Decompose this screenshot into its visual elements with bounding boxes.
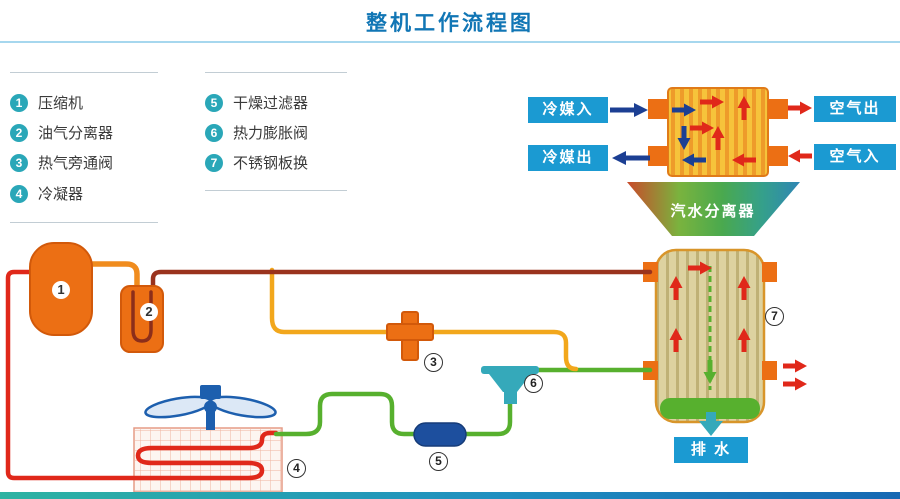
mark-filter: 5 xyxy=(429,452,448,471)
pipe-compressor-to-separator xyxy=(85,261,140,291)
legend-num-badge: 1 xyxy=(10,93,28,112)
legend-item-compressor: 1 压缩机 xyxy=(10,92,83,113)
legend-item-expansion-valve: 6 热力膨胀阀 xyxy=(205,122,308,143)
label-drain: 排 水 xyxy=(674,437,748,463)
legend-item-condenser: 4 冷凝器 xyxy=(10,183,83,204)
legend-num-badge: 5 xyxy=(205,93,223,112)
legend-item-label: 热力膨胀阀 xyxy=(233,125,309,142)
legend-item-label: 不锈钢板换 xyxy=(233,155,309,172)
pipe-hot-gas-red xyxy=(5,269,279,481)
legend-item-label: 热气旁通阀 xyxy=(38,155,114,172)
exchanger-tab-right-bottom xyxy=(768,146,788,166)
vessel-condensate-band xyxy=(660,398,760,419)
mark-bypass-valve: 3 xyxy=(424,353,443,372)
expansion-valve-shape xyxy=(481,366,539,404)
label-steam-water-separator: 汽水分离器 xyxy=(670,203,756,220)
air-outlet-double-arrow xyxy=(783,359,807,391)
legend-item-label: 压缩机 xyxy=(38,95,84,112)
legend-item-label: 油气分离器 xyxy=(38,125,114,142)
drain-valve xyxy=(699,412,723,436)
air-in-arrow xyxy=(788,149,812,163)
filter-capsule xyxy=(413,422,467,447)
title-underline xyxy=(0,41,900,43)
bypass-valve-shape xyxy=(386,311,434,361)
legend-item-dry-filter: 5 干燥过滤器 xyxy=(205,92,308,113)
pipe-liquid-green xyxy=(273,391,513,437)
legend-num-badge: 4 xyxy=(10,184,28,203)
label-air-in: 空气入 xyxy=(814,144,896,170)
legend-col2-top-line xyxy=(205,72,347,73)
legend-item-bypass-valve: 3 热气旁通阀 xyxy=(10,152,113,173)
refrigerant-out-arrow xyxy=(612,151,650,165)
mark-condenser: 4 xyxy=(287,459,306,478)
exchanger-tab-left-bottom xyxy=(648,146,668,166)
legend-item-plate-exchanger: 7 不锈钢板换 xyxy=(205,152,308,173)
mark-expansion-valve: 6 xyxy=(524,374,543,393)
legend-item-label: 冷凝器 xyxy=(38,186,84,203)
vessel-internal-flow-arrows xyxy=(669,261,751,390)
pipe-discharge-maroon xyxy=(150,269,653,289)
refrigerant-in-arrow xyxy=(610,103,648,117)
mark-compressor: 1 xyxy=(52,281,70,299)
air-out-arrow xyxy=(788,101,812,115)
legend-col1-top-line xyxy=(10,72,158,73)
label-refrigerant-in: 冷媒入 xyxy=(528,97,608,123)
legend-num-badge: 3 xyxy=(10,153,28,172)
vessel-tab-right-top xyxy=(762,262,777,282)
legend-num-badge: 6 xyxy=(205,123,223,142)
legend-num-badge: 2 xyxy=(10,123,28,142)
legend-col1-bottom-line xyxy=(10,222,158,223)
mark-plate-exchanger: 7 xyxy=(765,307,784,326)
legend-item-label: 干燥过滤器 xyxy=(233,95,309,112)
label-refrigerant-out: 冷媒出 xyxy=(528,145,608,171)
bottom-gradient-bar xyxy=(0,492,900,499)
page-title: 整机工作流程图 xyxy=(366,12,534,35)
vessel-tab-right-mid xyxy=(762,361,777,380)
mark-oil-separator: 2 xyxy=(140,303,158,321)
cooling-fan xyxy=(144,385,277,430)
steam-water-separator-shape xyxy=(627,182,800,236)
plate-heat-exchanger xyxy=(648,87,788,177)
legend-num-badge: 7 xyxy=(205,153,223,172)
label-air-out: 空气出 xyxy=(814,96,896,122)
legend-col2-bottom-line xyxy=(205,190,347,191)
exchanger-tab-right-top xyxy=(768,99,788,119)
oil-separator-shape xyxy=(120,285,164,353)
pipes xyxy=(5,261,653,481)
exchanger-tab-left-top xyxy=(648,99,668,119)
legend-item-oil-separator: 2 油气分离器 xyxy=(10,122,113,143)
heat-exchanger-vessel xyxy=(643,248,777,424)
pipe-bypass-yellow xyxy=(269,267,579,372)
condenser-grid-box xyxy=(133,427,283,493)
